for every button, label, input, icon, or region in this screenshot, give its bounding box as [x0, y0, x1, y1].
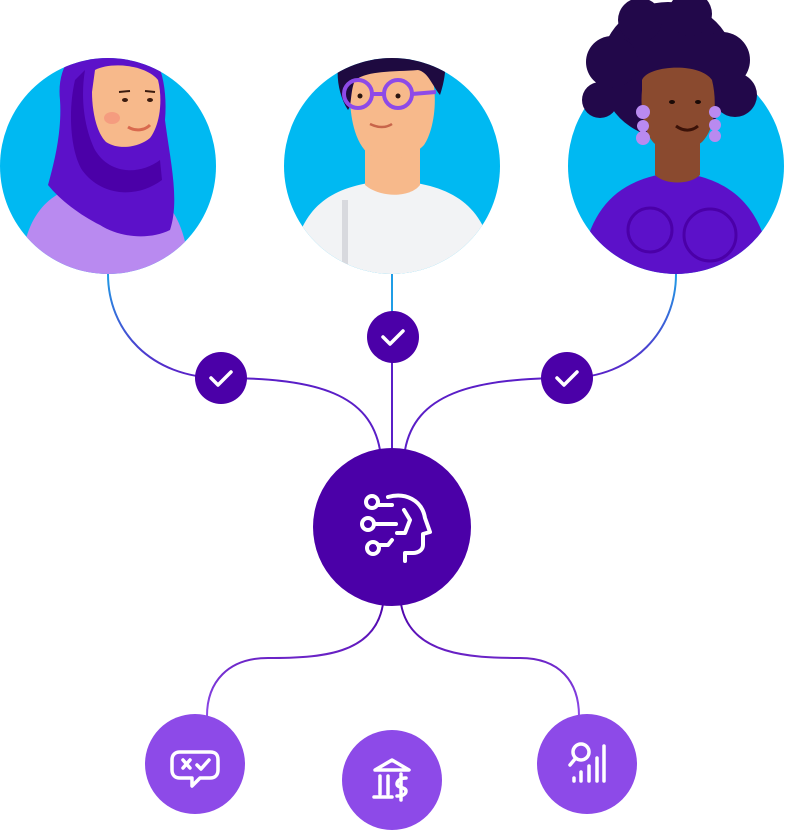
chat-feedback-icon: [170, 750, 220, 788]
connector-left-check-to-hub: [220, 377, 381, 451]
bank-dollar-icon: [372, 758, 411, 802]
output-analytics: [537, 714, 637, 814]
checkmark-icon: [555, 370, 579, 387]
person-afro-avatar: [580, 0, 772, 274]
check-badge-center: [367, 311, 419, 363]
person-curly-hair-woman: [568, 0, 784, 274]
analytics-chart-icon: [568, 742, 606, 783]
person-glasses-avatar: [290, 58, 496, 274]
check-badge-left: [195, 352, 247, 404]
person-hijab-woman: [0, 58, 216, 274]
connectors: [107, 273, 677, 730]
output-feedback: [145, 714, 245, 814]
output-banking: [342, 730, 442, 830]
person-hijab-avatar: [20, 58, 190, 274]
person-glasses-man: [284, 58, 500, 274]
checkmark-icon: [381, 329, 405, 346]
connector-hub-to-right-output: [400, 603, 580, 717]
connector-hub-to-left-output: [206, 603, 384, 717]
check-badge-right: [541, 352, 593, 404]
ai-hub: [313, 448, 471, 606]
checkmark-icon: [209, 370, 233, 387]
ai-head-circuit-icon: [360, 493, 432, 563]
connector-right-check-to-hub: [404, 377, 568, 451]
